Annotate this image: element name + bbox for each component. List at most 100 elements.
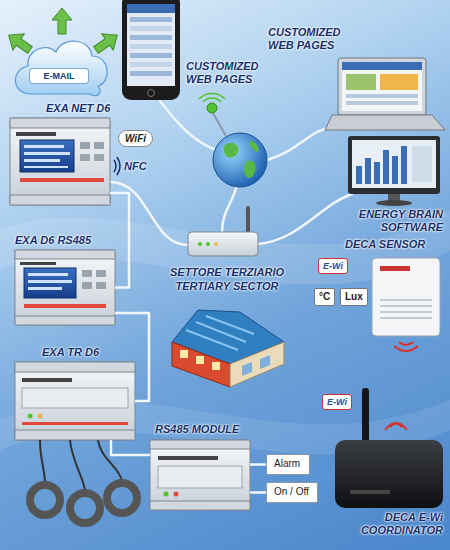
monitor (383, 150, 389, 184)
sector-name: TERTIARY SECTOR (157, 280, 297, 293)
globe (213, 133, 267, 187)
background-swoosh (0, 210, 450, 454)
energy-meter (22, 378, 72, 382)
energy-meter (15, 250, 115, 325)
monitor (356, 166, 362, 184)
building (242, 362, 252, 376)
sensor-node: DECA SENSOR (372, 258, 440, 336)
device-name: RS485 MODULE (155, 423, 239, 436)
rs485-module (158, 456, 218, 460)
energy-meter (22, 388, 128, 408)
current-clamp (70, 440, 85, 491)
radio-waves (385, 342, 418, 430)
building (212, 362, 220, 370)
device-caption: CUSTOMIZED WEB PAGES (268, 26, 356, 52)
antenna (213, 113, 226, 136)
router (188, 206, 258, 256)
cable (222, 188, 236, 232)
rs485-module (150, 440, 250, 510)
output-box: On / Off (266, 482, 318, 503)
unit-box: Lux (340, 288, 368, 306)
current-clamp (30, 485, 60, 515)
cloud (15, 41, 107, 95)
ewi-logo: E-Wi (322, 394, 352, 410)
energy-meter (28, 414, 33, 419)
building-node: SETTORE TERZIARIOTERTIARY SECTOR (170, 305, 285, 387)
globe (249, 140, 258, 152)
software-name: ENERGY BRAIN SOFTWARE (335, 208, 443, 234)
smartphone (122, 0, 180, 100)
output-box: Alarm (266, 454, 310, 475)
energy-meter (24, 166, 68, 168)
cable (160, 101, 216, 150)
smartphone (130, 17, 172, 22)
email-cloud: E-MAIL (22, 30, 108, 96)
cable-connector (250, 463, 266, 466)
building (196, 356, 204, 364)
current-clamp (107, 483, 137, 513)
coordinator (350, 490, 390, 494)
energy-meter (20, 262, 56, 265)
antenna (199, 93, 225, 99)
current-clamp (40, 440, 45, 483)
energy-meter (94, 154, 104, 161)
energy-meter (15, 430, 135, 440)
cable (110, 182, 188, 245)
energy-meter (94, 142, 104, 149)
antenna (203, 98, 221, 102)
globe (244, 161, 256, 178)
smartphone (130, 53, 172, 58)
energy-meter (10, 118, 110, 128)
laptop-node: CUSTOMIZED WEB PAGES (325, 58, 445, 132)
laptop (325, 115, 445, 130)
radio-waves (385, 423, 407, 430)
device-name: EXA TR D6 (42, 346, 99, 359)
laptop (346, 74, 376, 90)
smartphone (130, 26, 172, 31)
smartphone (130, 71, 172, 76)
rs485-module (150, 440, 250, 449)
monitor (412, 146, 432, 182)
current-clamp (30, 440, 137, 523)
send-arrow (52, 8, 72, 34)
cable (258, 194, 352, 244)
smartphone (130, 44, 172, 49)
meter-node: EXA NET D6 (10, 118, 110, 205)
energy-meter (24, 268, 76, 298)
energy-meter (10, 118, 110, 205)
router (198, 242, 202, 246)
coordinator (362, 388, 369, 444)
meter-node: EXA TR D6 (15, 362, 135, 440)
building (260, 355, 270, 369)
globe (224, 143, 239, 158)
energy-meter (10, 195, 110, 205)
rs485-module (164, 492, 169, 497)
output-label: On / Off (267, 483, 317, 501)
device-name: EXA D6 RS485 (15, 234, 91, 247)
energy-meter (96, 282, 106, 289)
laptop (325, 58, 445, 130)
send-arrow (90, 27, 123, 58)
energy-meter (28, 273, 68, 276)
energy-meter (16, 132, 56, 136)
smartphone-node: CUSTOMIZED WEB PAGES (122, 0, 180, 100)
antenna (207, 103, 217, 113)
energy-meter (15, 250, 115, 259)
energy-meter (24, 152, 70, 155)
cloud (15, 41, 107, 95)
coordinator (335, 440, 443, 508)
wifi-logo: WiFi (118, 130, 153, 147)
energy-meter (15, 362, 135, 372)
cable-connector (115, 313, 149, 401)
monitor (348, 136, 440, 206)
energy-meter (24, 159, 60, 162)
sensor (372, 258, 440, 336)
output-label: Alarm (267, 455, 309, 473)
monitor (348, 136, 440, 194)
meter-node: EXA D6 RS485 (15, 250, 115, 325)
energy-meter (96, 270, 106, 277)
energy-meter (24, 145, 64, 148)
monitor (388, 194, 400, 201)
building (172, 342, 230, 387)
